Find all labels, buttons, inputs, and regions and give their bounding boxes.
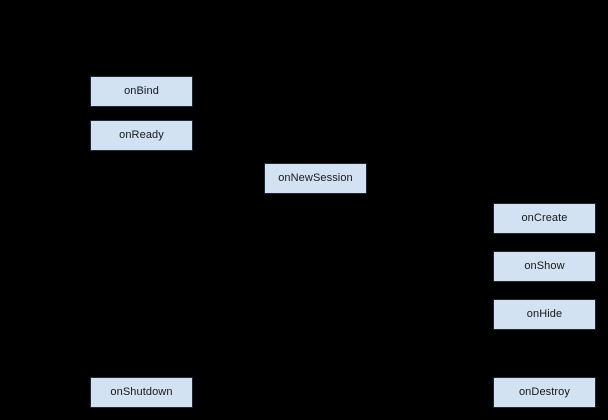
- node-label: onBind: [124, 85, 159, 97]
- node-on-ready[interactable]: onReady: [90, 120, 193, 151]
- node-on-shutdown[interactable]: onShutdown: [90, 377, 193, 408]
- node-on-show[interactable]: onShow: [493, 251, 596, 282]
- node-label: onNewSession: [278, 172, 353, 184]
- node-label: onReady: [119, 129, 164, 141]
- node-on-create[interactable]: onCreate: [493, 203, 596, 234]
- node-label: onDestroy: [518, 386, 571, 398]
- node-label: onShow: [524, 260, 565, 272]
- node-label: onShutdown: [110, 386, 173, 398]
- node-on-bind[interactable]: onBind: [90, 76, 193, 107]
- node-on-hide[interactable]: onHide: [493, 299, 596, 330]
- node-on-new-session[interactable]: onNewSession: [264, 163, 367, 194]
- node-on-destroy[interactable]: onDestroy: [493, 377, 596, 408]
- node-label: onCreate: [521, 212, 568, 224]
- node-label: onHide: [526, 308, 563, 320]
